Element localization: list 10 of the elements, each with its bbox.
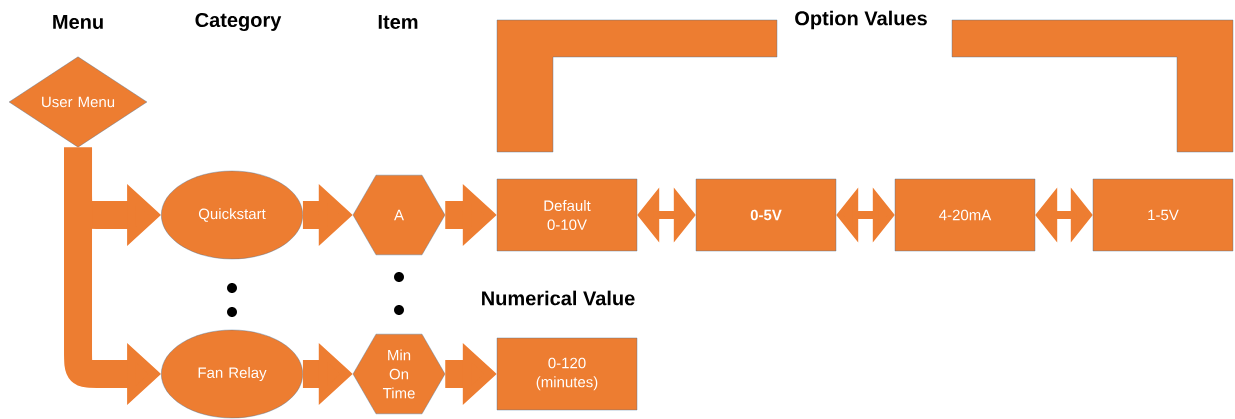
- ellipse-node: Fan Relay: [161, 329, 303, 419]
- ellipse-node: Quickstart: [161, 170, 303, 260]
- column-heading: Menu: [53, 15, 103, 29]
- column-heading: Item: [378, 15, 418, 29]
- column-heading: Category: [195, 12, 282, 32]
- column-heading: Numerical Value: [482, 290, 635, 306]
- column-heading: Option Values: [795, 10, 927, 30]
- hexagon-node: Min On Time: [352, 333, 446, 415]
- process-box: 0-120 (minutes): [496, 337, 638, 411]
- diamond-node: User Menu: [8, 56, 148, 148]
